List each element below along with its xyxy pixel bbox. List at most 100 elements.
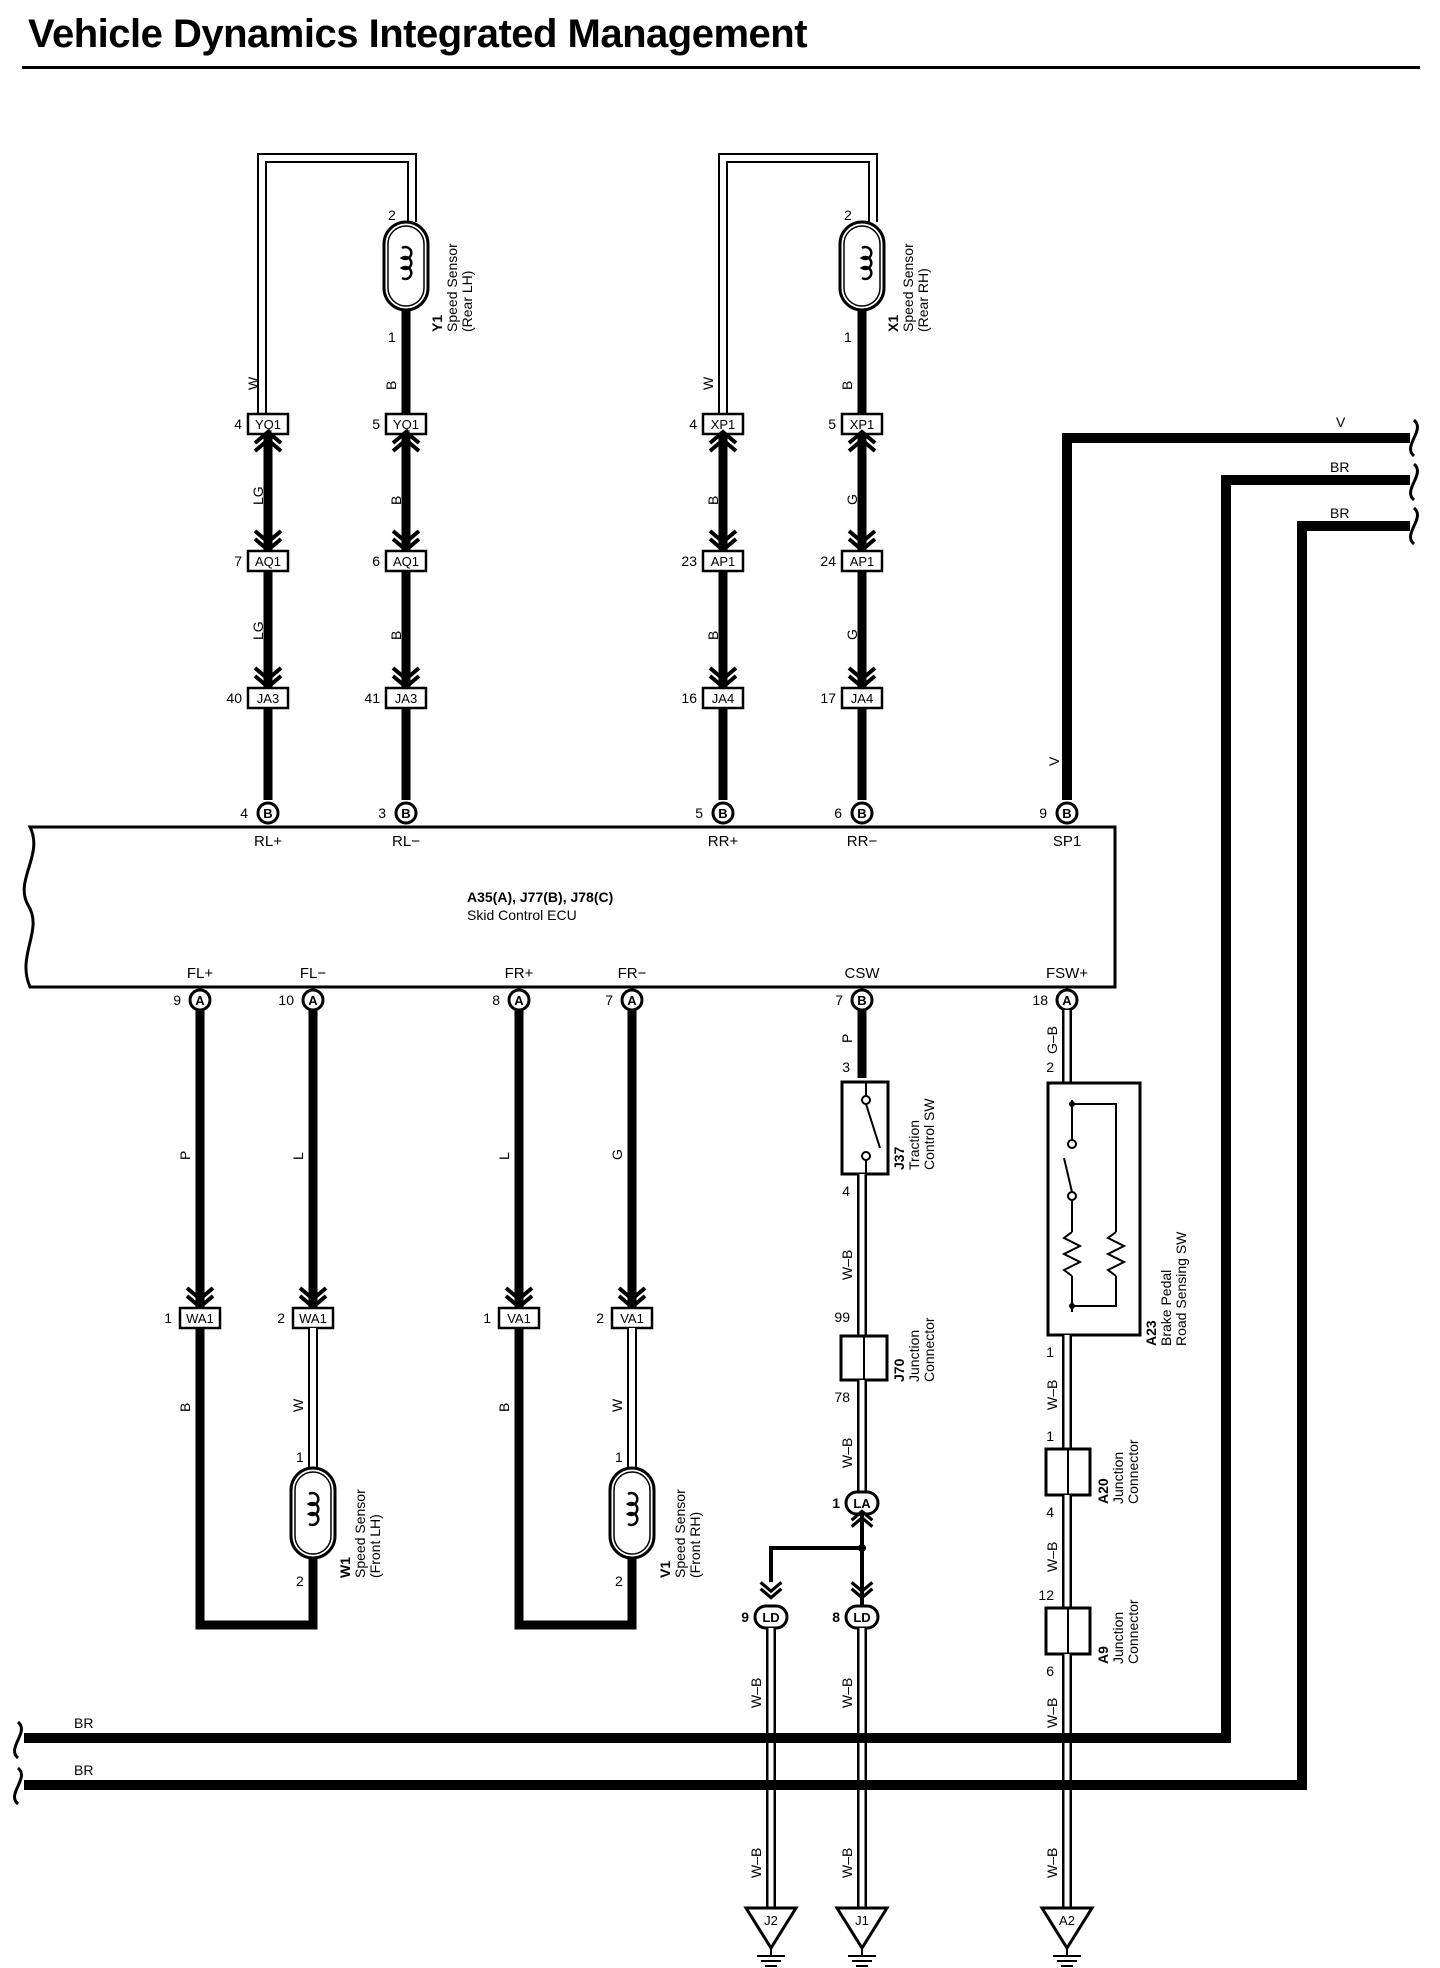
svg-text:B: B: [401, 806, 410, 821]
svg-text:3: 3: [378, 805, 386, 821]
svg-text:Connector: Connector: [921, 1317, 937, 1382]
rear-col1-wire-2: LG: [250, 486, 266, 505]
svg-text:7: 7: [605, 992, 613, 1008]
svg-text:(Front RH): (Front RH): [687, 1512, 703, 1578]
svg-text:2: 2: [277, 1310, 285, 1326]
svg-text:9: 9: [173, 992, 181, 1008]
ecu-bottom-pin-fr-plus: FR+ A 8: [492, 965, 534, 1012]
svg-text:B: B: [177, 1403, 193, 1412]
svg-text:5: 5: [695, 805, 703, 821]
svg-text:VA1: VA1: [620, 1311, 644, 1326]
svg-text:J1: J1: [855, 1913, 869, 1928]
front-rh-circuit: L G VA1 1 VA1 2 B W: [483, 1010, 654, 1630]
svg-text:A: A: [195, 993, 205, 1008]
rear-col4-wire-1: B: [839, 381, 855, 390]
svg-text:3: 3: [842, 1059, 850, 1075]
svg-text:4: 4: [240, 805, 248, 821]
rear-col2-conn-1: YQ1: [393, 417, 419, 432]
svg-text:Junction: Junction: [906, 1330, 922, 1382]
svg-text:B: B: [1062, 806, 1071, 821]
rear-col1-pin-1: 4: [234, 416, 242, 432]
svg-text:LA: LA: [853, 1496, 871, 1511]
svg-text:Connector: Connector: [1125, 1599, 1141, 1664]
svg-text:L: L: [290, 1152, 306, 1160]
svg-text:A: A: [514, 993, 524, 1008]
rear-col4-pin-1: 5: [828, 416, 836, 432]
svg-text:B: B: [857, 806, 866, 821]
front-lh-circuit: P L WA1 1 WA1 2 B W: [164, 1010, 335, 1630]
rear-col2-wire-3: B: [388, 631, 404, 640]
svg-text:6: 6: [1046, 1663, 1054, 1679]
rear-col3-wire-2: B: [705, 496, 721, 505]
svg-text:W: W: [609, 1398, 625, 1412]
rear-col2-pin-3: 41: [364, 690, 380, 706]
sensor-x1-name: Speed Sensor: [900, 243, 916, 332]
rear-col2-conn-2: AQ1: [393, 554, 419, 569]
rear-col1-wire-1: W: [245, 376, 261, 390]
rear-col4-conn-1: XP1: [850, 417, 875, 432]
svg-text:W–B: W–B: [748, 1678, 764, 1708]
rear-col2-wire-2: B: [388, 496, 404, 505]
svg-text:W: W: [290, 1398, 306, 1412]
svg-text:W–B: W–B: [839, 1678, 855, 1708]
ground-branch-j1: LD 8 W–B W–B J1: [832, 1604, 890, 1967]
rear-col1-pin-3: 40: [226, 690, 242, 706]
svg-text:LD: LD: [762, 1610, 779, 1625]
svg-text:FL−: FL−: [300, 965, 327, 982]
svg-text:RR+: RR+: [708, 833, 739, 850]
svg-text:1: 1: [832, 1495, 840, 1511]
svg-text:9: 9: [741, 1609, 749, 1625]
svg-text:LD: LD: [853, 1610, 870, 1625]
svg-text:Speed Sensor: Speed Sensor: [672, 1489, 688, 1578]
ecu-name: Skid Control ECU: [467, 907, 577, 923]
svg-text:Road Sensing SW: Road Sensing SW: [1173, 1231, 1189, 1346]
svg-text:9: 9: [1039, 805, 1047, 821]
rear-col3-pin-1: 4: [689, 416, 697, 432]
svg-text:12: 12: [1038, 1587, 1054, 1603]
svg-text:99: 99: [834, 1309, 850, 1325]
speed-sensor-v1: 1 2 V1 Speed Sensor (Front RH): [608, 1449, 703, 1589]
bottom-ground-buses: BR BR: [13, 1715, 1307, 1806]
speed-sensor-y1: 2 1 Y1 Speed Sensor (Rear LH): [382, 207, 475, 345]
sensor-x1-pin-bottom: 1: [844, 329, 852, 345]
bus-right-label-1: V: [1336, 414, 1346, 430]
ground-branch-j2: LD 9 W–B W–B J2: [741, 1604, 799, 1967]
svg-text:Junction: Junction: [1110, 1612, 1126, 1664]
rear-column-3: W XP1 4 B AP1 23 B JA4 16: [681, 376, 745, 800]
ecu-code: A35(A), J77(B), J78(C): [467, 889, 613, 905]
svg-text:(Front LH): (Front LH): [367, 1514, 383, 1578]
sensor-y1-wiring: [257, 153, 417, 423]
svg-text:1: 1: [296, 1449, 304, 1465]
svg-text:Control SW: Control SW: [921, 1098, 937, 1170]
rear-column-1: W YQ1 4 LG AQ1 7 LG JA3 40: [226, 376, 290, 800]
svg-text:J37: J37: [891, 1146, 907, 1170]
speed-sensor-w1: 1 2 W1 Speed Sensor (Front LH): [289, 1449, 383, 1589]
svg-text:A: A: [1062, 993, 1072, 1008]
svg-text:10: 10: [278, 992, 294, 1008]
svg-text:WA1: WA1: [186, 1311, 214, 1326]
sensor-y1-name: Speed Sensor: [444, 243, 460, 332]
ecu-top-pin-rl-plus: B 4 RL+: [240, 801, 282, 850]
svg-text:W–B: W–B: [1044, 1698, 1060, 1728]
rear-col3-pin-3: 16: [681, 690, 697, 706]
rear-col3-conn-3: JA4: [712, 691, 734, 706]
rear-col2-pin-1: 5: [372, 416, 380, 432]
svg-text:7: 7: [835, 992, 843, 1008]
svg-text:W–B: W–B: [748, 1848, 764, 1878]
svg-text:B: B: [263, 806, 272, 821]
svg-text:1: 1: [164, 1310, 172, 1326]
brake-pedal-circuit: G–B 2 A23 Brake Pedal Road Sensing SW 1 …: [1038, 1010, 1189, 1967]
svg-text:1: 1: [615, 1449, 623, 1465]
rear-col3-wire-1: W: [700, 376, 716, 390]
rear-col3-wire-3: B: [705, 631, 721, 640]
svg-text:J2: J2: [764, 1913, 778, 1928]
svg-text:J70: J70: [891, 1358, 907, 1382]
svg-text:A20: A20: [1095, 1478, 1111, 1504]
svg-text:L: L: [496, 1152, 512, 1160]
svg-text:W–B: W–B: [1044, 1380, 1060, 1410]
ecu-top-pin-rl-minus: B 3 RL−: [378, 801, 420, 850]
svg-text:Speed Sensor: Speed Sensor: [352, 1489, 368, 1578]
svg-text:1: 1: [1046, 1344, 1054, 1360]
rear-col2-conn-3: JA3: [395, 691, 417, 706]
